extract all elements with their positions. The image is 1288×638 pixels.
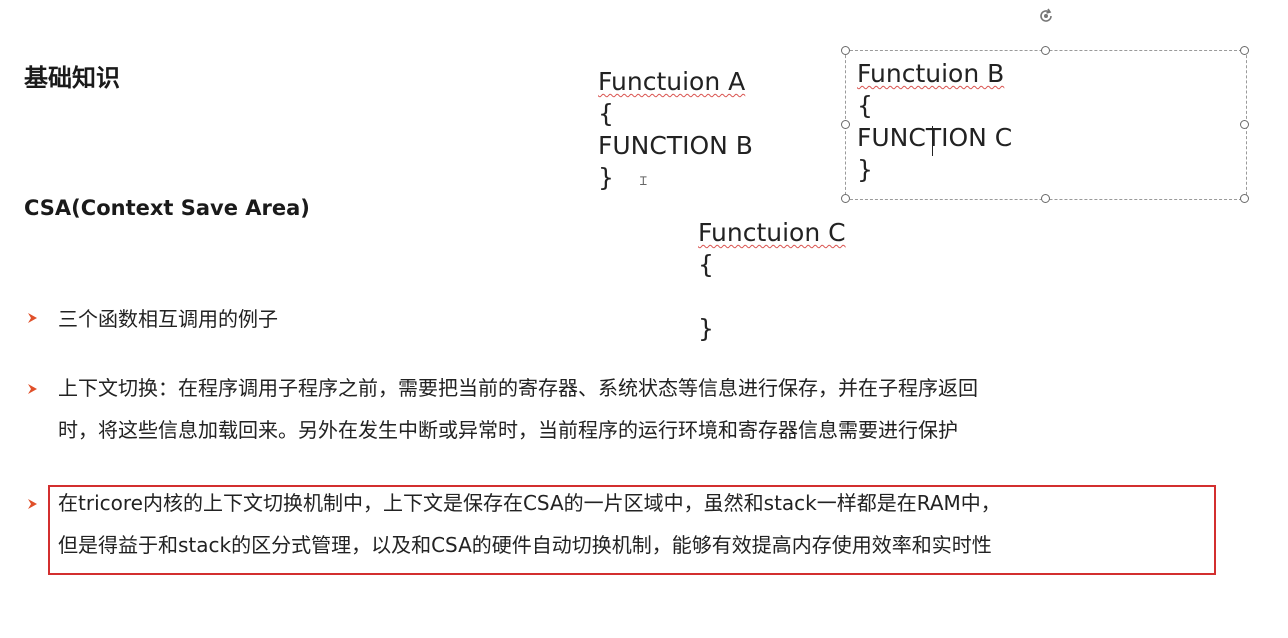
bullet-text-3: 在tricore内核的上下文切换机制中，上下文是保存在CSA的一片区域中，虽然和… <box>58 482 1001 566</box>
bullet-text-2: 上下文切换：在程序调用子程序之前，需要把当前的寄存器、系统状态等信息进行保存，并… <box>58 367 978 451</box>
bullet-3-line-1: 在tricore内核的上下文切换机制中，上下文是保存在CSA的一片区域中，虽然和… <box>58 491 1001 515</box>
resize-handle-top-left[interactable] <box>841 46 850 55</box>
slide-subtitle: CSA(Context Save Area) <box>24 196 310 220</box>
code-a-open-brace: { <box>598 99 614 128</box>
text-caret <box>932 126 933 156</box>
highlight-box <box>48 485 1216 575</box>
code-b-open-brace: { <box>857 91 873 120</box>
slide-title: 基础知识 <box>24 64 120 92</box>
code-block-function-a[interactable]: Functuion A { FUNCTION B } <box>598 66 753 194</box>
resize-handle-bottom-right[interactable] <box>1240 194 1249 203</box>
resize-handle-left[interactable] <box>841 120 850 129</box>
bullet-2-line-2: 时，将这些信息加载回来。另外在发生中断或异常时，当前程序的运行环境和寄存器信息需… <box>58 418 958 442</box>
resize-handle-top[interactable] <box>1041 46 1050 55</box>
arrow-bullet-icon <box>26 312 38 324</box>
code-block-function-b[interactable]: Functuion B { FUNCTION C } <box>857 58 1012 186</box>
resize-handle-bottom[interactable] <box>1041 194 1050 203</box>
code-a-close-brace: } <box>598 163 614 192</box>
code-b-call[interactable]: FUNCTION C <box>857 123 1013 152</box>
resize-handle-bottom-left[interactable] <box>841 194 850 203</box>
arrow-bullet-icon <box>26 498 38 510</box>
bullet-1-line-1: 三个函数相互调用的例子 <box>58 307 278 331</box>
code-c-header: Functuion C <box>698 218 846 247</box>
resize-handle-top-right[interactable] <box>1240 46 1249 55</box>
code-a-header: Functuion A <box>598 67 746 96</box>
arrow-bullet-icon <box>26 383 38 395</box>
ibeam-cursor-icon: Ɪ <box>640 174 647 188</box>
code-c-blank-line <box>698 281 846 313</box>
code-a-call: FUNCTION B <box>598 131 753 160</box>
code-c-open-brace: { <box>698 250 714 279</box>
code-block-function-c[interactable]: Functuion C { } <box>698 217 846 345</box>
code-b-header: Functuion B <box>857 59 1005 88</box>
rotate-handle-icon[interactable] <box>1036 6 1056 26</box>
bullet-3-line-2: 但是得益于和stack的区分式管理，以及和CSA的硬件自动切换机制，能够有效提高… <box>58 533 992 557</box>
bullet-2-line-1: 上下文切换：在程序调用子程序之前，需要把当前的寄存器、系统状态等信息进行保存，并… <box>58 376 978 400</box>
code-c-close-brace: } <box>698 314 714 343</box>
bullet-text-1: 三个函数相互调用的例子 <box>58 298 278 340</box>
code-b-close-brace: } <box>857 155 873 184</box>
resize-handle-right[interactable] <box>1240 120 1249 129</box>
